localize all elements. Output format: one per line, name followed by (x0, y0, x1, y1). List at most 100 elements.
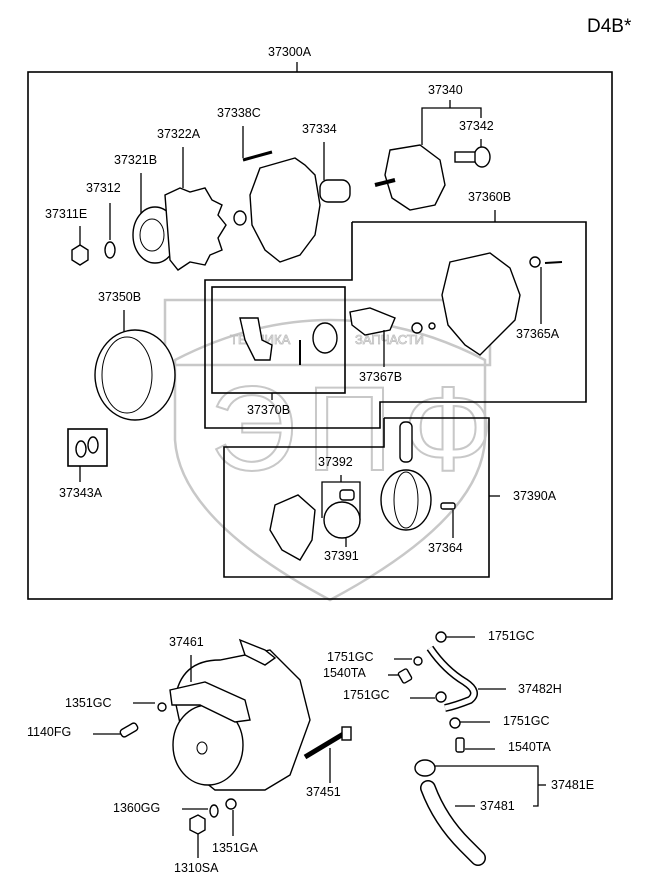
front-housing-icon (249, 157, 321, 263)
bracket-icon (169, 681, 251, 723)
watermark-banner (163, 298, 492, 367)
label-1751GC[interactable]: 1751GC (343, 688, 390, 702)
label-37343A[interactable]: 37343A (59, 486, 103, 500)
bearing-icon (473, 146, 491, 168)
part-37451[interactable]: 37451 (303, 726, 352, 799)
clamp-icon (414, 759, 436, 777)
label-37322A[interactable]: 37322A (157, 127, 201, 141)
part-1751GC-c[interactable]: 1751GC (343, 688, 447, 703)
label-37461[interactable]: 37461 (169, 635, 204, 649)
assembly-frame (27, 71, 613, 600)
label-37370B[interactable]: 37370B (247, 403, 290, 417)
washer-icon (75, 440, 87, 458)
label-1751GC[interactable]: 1751GC (488, 629, 535, 643)
label-37334[interactable]: 37334 (302, 122, 337, 136)
end-frame-icon (269, 494, 316, 561)
part-37365A[interactable]: 37365A (516, 256, 563, 341)
label-37451[interactable]: 37451 (306, 785, 341, 799)
label-37311E[interactable]: 37311E (45, 207, 87, 221)
part-37481E[interactable]: 37481E (414, 759, 594, 807)
label-37367B[interactable]: 37367B (359, 370, 402, 384)
label-1351GC[interactable]: 1351GC (65, 696, 112, 710)
part-37338C[interactable]: 37338C (217, 106, 273, 162)
label-37365A[interactable]: 37365A (516, 327, 560, 341)
part-37367B[interactable]: 37367B (349, 307, 436, 384)
stator-icon (94, 329, 176, 421)
part-37392[interactable]: 37392 (318, 455, 361, 520)
part-37312[interactable]: 37312 (86, 181, 121, 259)
box-37390A (223, 417, 490, 578)
part-1540TA-b[interactable]: 1540TA (455, 737, 552, 754)
part-37311E[interactable]: 37311E (45, 207, 89, 266)
terminal-icon (529, 256, 541, 268)
label-37390A[interactable]: 37390A (513, 489, 557, 503)
washer-icon (209, 804, 219, 818)
label-1540TA[interactable]: 1540TA (508, 740, 552, 754)
label-37340[interactable]: 37340 (428, 83, 463, 97)
part-1360GG[interactable]: 1360GG (113, 801, 219, 818)
nut-icon (189, 814, 206, 835)
brush-icon (323, 501, 361, 539)
label-37342[interactable]: 37342 (459, 119, 494, 133)
part-37343A[interactable]: 37343A (59, 428, 108, 500)
nut-icon (71, 244, 89, 266)
washer-icon (413, 656, 423, 666)
part-37370B[interactable]: 37370B (211, 286, 346, 417)
washer-icon (225, 798, 237, 810)
part-37342[interactable]: 37342 (454, 119, 494, 168)
label-37312[interactable]: 37312 (86, 181, 121, 195)
washer-icon (157, 702, 167, 712)
box-37343A (67, 428, 108, 467)
diode-icon (399, 421, 413, 463)
part-37350B[interactable]: 37350B (94, 290, 176, 421)
washer-icon (435, 631, 447, 643)
bolt-icon (242, 150, 273, 162)
label-37391[interactable]: 37391 (324, 549, 359, 563)
part-37321B[interactable]: 37321B (114, 153, 178, 264)
label-1310SA[interactable]: 1310SA (174, 861, 219, 875)
washer-icon (435, 691, 447, 703)
part-37391[interactable]: 37391 (323, 501, 361, 563)
rectifier-icon (380, 469, 432, 531)
part-37340[interactable]: 37340 (374, 83, 482, 211)
part-1751GC-a[interactable]: 1751GC (435, 629, 535, 643)
part-37390A[interactable]: 37390A (223, 417, 557, 578)
label-37350B[interactable]: 37350B (98, 290, 141, 304)
part-37461[interactable]: 37461 (169, 635, 251, 723)
label-1751GC[interactable]: 1751GC (327, 650, 374, 664)
part-1751GC-d[interactable]: 1751GC (449, 714, 550, 729)
part-37481[interactable]: 37481 (420, 780, 515, 866)
part-1310SA[interactable]: 1310SA (174, 814, 219, 875)
part-1351GA[interactable]: 1351GA (212, 798, 259, 855)
label-1540TA[interactable]: 1540TA (323, 666, 367, 680)
screw-icon (440, 502, 456, 510)
label-37481[interactable]: 37481 (480, 799, 515, 813)
part-37334[interactable]: 37334 (233, 122, 351, 263)
label-37321B[interactable]: 37321B (114, 153, 157, 167)
label-37392[interactable]: 37392 (318, 455, 353, 469)
eye-bolt-icon (455, 737, 465, 753)
label-37482H[interactable]: 37482H (518, 682, 562, 696)
watermark-shield (173, 318, 487, 602)
part-37322A[interactable]: 37322A (157, 127, 227, 271)
label-37364[interactable]: 37364 (428, 541, 463, 555)
part-37364[interactable]: 37364 (428, 502, 463, 555)
label-37481E[interactable]: 37481E (551, 778, 594, 792)
label-37338C[interactable]: 37338C (217, 106, 261, 120)
bolt-icon (303, 730, 347, 760)
label-1140FG[interactable]: 1140FG (27, 725, 71, 739)
part-37360B[interactable]: 37360B (204, 190, 587, 429)
part-1140FG[interactable]: 1140FG (27, 722, 139, 739)
watermark-line2: ЗАПЧАСТИ (355, 332, 424, 347)
label-1351GA[interactable]: 1351GA (212, 841, 259, 855)
label-37360B[interactable]: 37360B (468, 190, 511, 204)
part-1351GC-mount[interactable]: 1351GC (65, 696, 167, 712)
part-1751GC-b[interactable]: 1751GC (327, 650, 423, 666)
part-37482H[interactable]: 37482H (426, 645, 562, 712)
label-37300A[interactable]: 37300A (268, 45, 312, 59)
part-1540TA-a[interactable]: 1540TA (323, 666, 413, 684)
assembly-37300A: 37300A (27, 45, 613, 600)
label-1360GG[interactable]: 1360GG (113, 801, 160, 815)
label-1751GC[interactable]: 1751GC (503, 714, 550, 728)
eye-bolt-icon (397, 668, 413, 684)
